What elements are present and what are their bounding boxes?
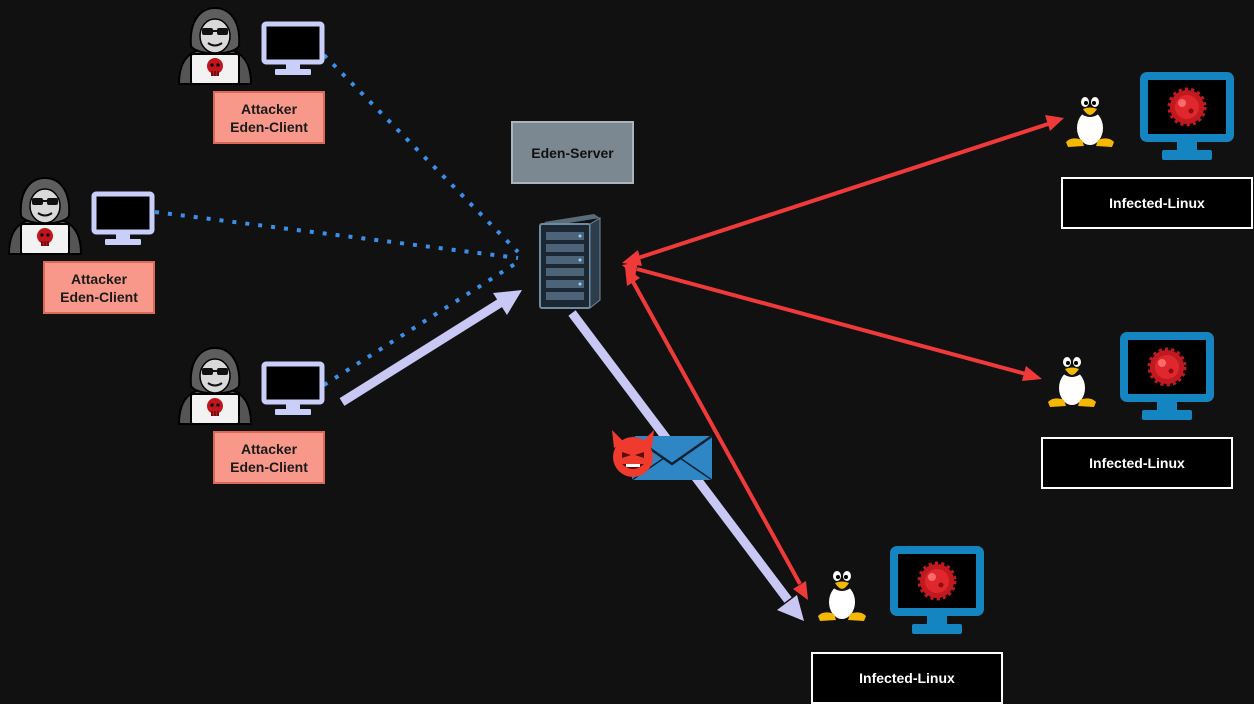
monitor-icon [264,24,322,75]
infected-monitor-icon [1144,76,1230,160]
delivery-arrow-attacker-to-server [339,299,503,406]
tux-penguin-icon [818,565,866,621]
infection-link-victim-1 [637,122,1049,260]
monitor-icon [94,194,152,245]
server-label: Eden-Server [511,121,634,184]
server-rack-icon [539,214,601,310]
infection-arrowhead-server-2 [622,262,638,277]
tux-penguin-icon [1048,351,1096,407]
c2-link-attacker-1 [322,53,520,254]
infection-arrowhead-victim-2 [1022,366,1042,381]
attacker-label: Attacker Eden-Client [213,91,325,144]
delivery-arrows [339,290,804,621]
infection-link-victim-3 [630,279,802,585]
infection-arrowhead-server-3 [625,267,640,286]
hacker-icon [178,7,252,85]
delivery-arrowhead-server [493,290,522,315]
infected-linux-label: Infected-Linux [1041,437,1233,489]
infection-link-victim-2 [636,267,1027,376]
infected-monitor-icon [1124,336,1210,420]
infection-arrowhead-server-1 [622,250,642,266]
c2-link-attacker-2 [154,210,519,260]
infected-linux-label: Infected-Linux [1061,177,1253,229]
infection-arrows [622,115,1064,600]
malicious-email [612,430,713,481]
hacker-icon [8,177,82,255]
c2-dotted-links [154,53,520,387]
devil-face-icon [612,430,654,477]
infected-linux-label: Infected-Linux [811,652,1003,704]
tux-penguin-icon [1066,91,1114,147]
monitor-icon [264,364,322,415]
hacker-icon [178,347,252,425]
c2-link-attacker-3 [322,260,520,387]
infected-monitor-icon [894,550,980,634]
delivery-arrowhead-victim [777,595,804,621]
attacker-label: Attacker Eden-Client [213,431,325,484]
infection-arrowhead-victim-1 [1045,115,1064,131]
attacker-label: Attacker Eden-Client [43,261,155,314]
infection-arrowhead-victim-3 [793,581,808,600]
